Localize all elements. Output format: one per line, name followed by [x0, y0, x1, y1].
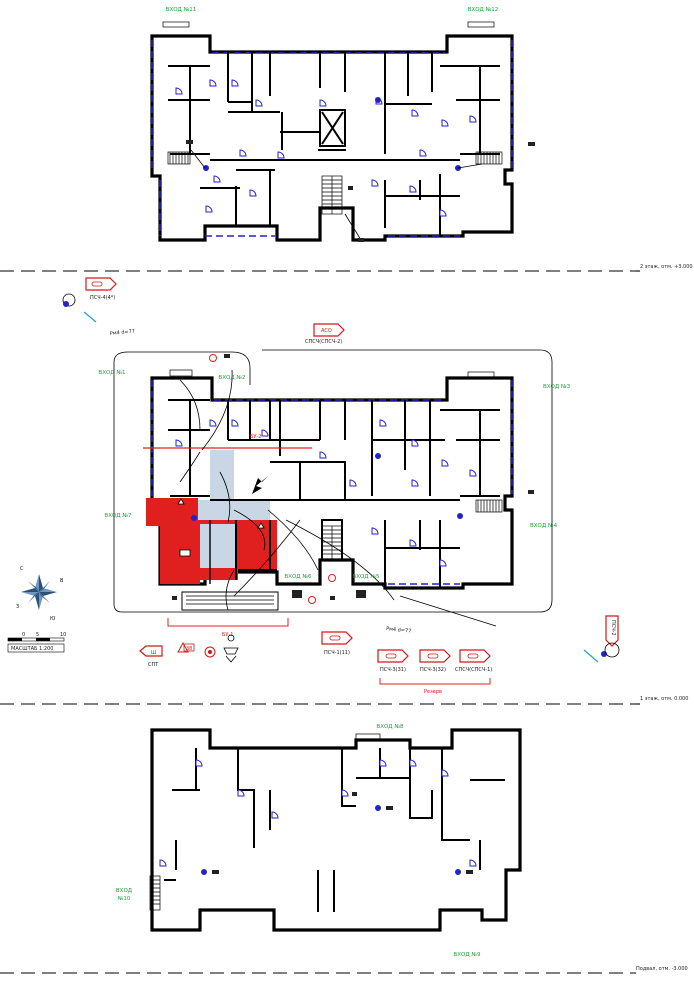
bu1-label: БУ-1	[222, 632, 233, 638]
entrance-3-label: ВХОД №3	[543, 384, 571, 390]
hq-icon	[139, 645, 163, 657]
level-label-floor-1: 1 этаж, отм. 0.000	[640, 696, 688, 702]
entrance-10-label-line2: №10	[118, 896, 131, 902]
unit-label-spsch1: СПСЧ(СПСЧ-1)	[455, 667, 492, 673]
fire-truck-route	[113, 349, 553, 613]
entrance-4-label: ВХОД №4	[530, 523, 558, 529]
fire-direction-arrow	[252, 476, 268, 494]
entrance-6-label: ВХОД №6	[284, 574, 312, 580]
floor-1-plan	[113, 349, 553, 685]
unit-label-pch4: ПСЧ-4(4*)	[90, 295, 115, 301]
scale-label: МАСШТАБ 1:200	[11, 646, 53, 652]
entrance-10-label-line1: ВХОД	[116, 888, 133, 894]
fire-unit-pch1	[321, 631, 353, 645]
entrance-1-label: ВХОД №1	[98, 370, 125, 376]
compass-south: Ю	[50, 616, 56, 622]
fire-unit-aco	[313, 323, 345, 337]
hose-label-1: Рм4 d=77	[110, 328, 136, 337]
legend-icons	[177, 634, 239, 663]
tag-38: 38	[186, 646, 192, 652]
compass-west: З	[16, 604, 19, 610]
unit-label-pch3b: ПСЧ-3(32)	[420, 667, 446, 673]
hose-label-2: Рм4 d=77	[386, 626, 412, 635]
level-label-basement: Подвал, отм. -3.000	[636, 966, 688, 972]
entrance-8-label: ВХОД №8	[376, 724, 404, 730]
scale-tick-10: 10	[60, 632, 66, 638]
floor-2-plan	[150, 21, 535, 242]
hq-sub-label: СПТ	[148, 662, 159, 668]
scale-tick-0: 0	[22, 632, 25, 638]
hq-label: Ш	[151, 650, 156, 656]
unit-label-pch1: ПСЧ-1(11)	[324, 650, 350, 656]
unit-label-pch2: ПСЧ-2	[610, 620, 616, 636]
reserve-units	[377, 649, 491, 663]
unit-label-aco: СПСЧ(СПСЧ-2)	[305, 339, 342, 345]
entrance-5-label: ВХОД №5	[352, 574, 380, 580]
unit-aco-inner: АСО	[321, 328, 332, 334]
scale-bar	[7, 637, 65, 653]
bu2-label: БУ-2	[250, 434, 261, 440]
compass-east: В	[60, 578, 64, 584]
entrance-12-label: ВХОД №12	[468, 7, 499, 13]
entrance-9-label: ВХОД №9	[453, 952, 481, 958]
fire-unit-pch4	[62, 277, 117, 323]
basement-plan	[149, 728, 522, 932]
entrance-7-label: ВХОД №7	[104, 513, 132, 519]
unit-label-pch3: ПСЧ-3(31)	[380, 667, 406, 673]
entrance-2-label: ВХОД №2	[218, 375, 245, 381]
entrance-11-label: ВХОД №11	[166, 7, 197, 13]
scale-tick-5: 5	[36, 632, 39, 638]
fire-unit-pch2	[583, 615, 620, 663]
compass-north: С	[20, 566, 24, 572]
reserve-label: Резерв	[424, 689, 442, 695]
smoke-zone-a	[200, 524, 236, 568]
compass-rose	[21, 574, 57, 610]
level-label-floor-2: 2 этаж, отм. +3.000	[640, 264, 693, 270]
